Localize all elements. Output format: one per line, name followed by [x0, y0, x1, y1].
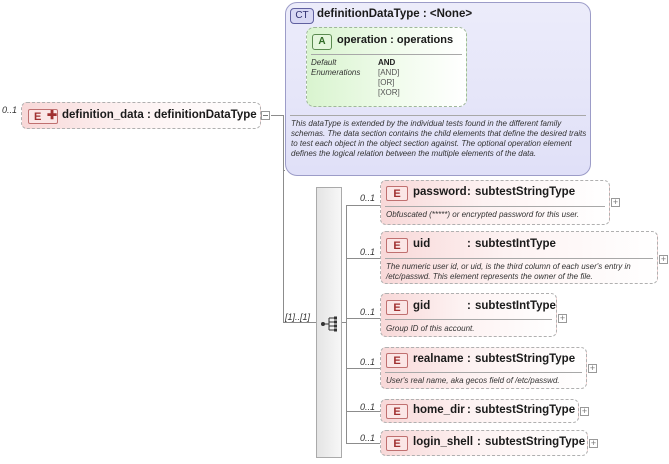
child-element-login-shell[interactable]: E login_shell : subtestStringType — [380, 430, 588, 456]
expand-icon[interactable]: + — [558, 313, 567, 323]
child-type-separator: : — [467, 300, 471, 312]
child-multiplicity: 0..1 — [360, 433, 376, 443]
connector-seq — [283, 322, 316, 323]
child-name: uid — [413, 238, 431, 250]
sequence-icon — [321, 316, 337, 332]
expand-icon[interactable]: + — [580, 406, 589, 416]
child-type-separator: : — [467, 353, 471, 365]
connector-child-5 — [346, 411, 380, 412]
child-type-separator: : — [467, 238, 471, 250]
enumeration-item: [XOR] — [378, 88, 400, 97]
enumeration-item: [AND] — [378, 68, 400, 77]
sequence-box[interactable] — [316, 187, 342, 458]
connector-ct — [283, 170, 285, 171]
root-element-title: definition_data : definitionDataType — [62, 109, 257, 121]
collapse-icon[interactable] — [261, 111, 270, 120]
enumeration-item: [OR] — [378, 78, 395, 87]
child-divider — [385, 372, 582, 373]
element-tag-icon: E — [386, 186, 408, 201]
attribute-tag-icon: A — [312, 34, 332, 50]
child-name: gid — [413, 300, 431, 312]
attribute-title: operation : operations — [337, 34, 454, 46]
default-label: Default — [311, 58, 337, 67]
attribute-box[interactable]: A operation : operations Default Enumera… — [306, 27, 467, 107]
complex-type-doc: This dataType is extended by the individ… — [291, 119, 587, 158]
enumerations-label: Enumerations — [311, 68, 361, 77]
child-element-password[interactable]: E password : subtestStringType Obfuscate… — [380, 180, 610, 225]
complex-type-box[interactable]: CT definitionDataType : <None> A operati… — [285, 2, 591, 176]
element-tag-icon: E — [386, 238, 408, 253]
attribute-divider — [311, 54, 462, 55]
child-type-separator: : — [477, 436, 481, 448]
expand-icon[interactable]: + — [611, 197, 620, 207]
connector-bus — [346, 205, 347, 443]
root-element-box[interactable]: E ✚ definition_data : definitionDataType — [21, 102, 261, 129]
connector-root — [271, 115, 284, 116]
ct-divider — [290, 115, 586, 116]
child-type-separator: : — [467, 404, 471, 416]
connector-child-3 — [346, 318, 380, 319]
child-multiplicity: 0..1 — [360, 193, 376, 203]
child-element-home-dir[interactable]: E home_dir : subtestStringType — [380, 399, 579, 423]
connector-child-6 — [346, 443, 380, 444]
child-doc: Obfuscated (*****) or encrypted password… — [386, 210, 580, 219]
child-multiplicity: 0..1 — [360, 307, 376, 317]
connector-trunk — [283, 115, 284, 323]
add-icon: ✚ — [47, 108, 58, 122]
expand-icon[interactable]: + — [589, 438, 598, 448]
child-doc: Group ID of this account. — [386, 324, 475, 333]
child-element-realname[interactable]: E realname : subtestStringType User's re… — [380, 347, 587, 389]
child-type: subtestStringType — [475, 186, 576, 198]
child-doc: User's real name, aka gecos field of /et… — [386, 376, 560, 385]
child-multiplicity: 0..1 — [360, 402, 376, 412]
child-name: home_dir — [413, 404, 465, 416]
connector-child-4 — [346, 368, 380, 369]
ct-tag-icon: CT — [290, 8, 314, 24]
child-name: realname — [413, 353, 464, 365]
child-name: login_shell — [413, 436, 474, 448]
element-tag-icon: E — [386, 353, 408, 368]
element-tag-icon: E — [386, 300, 408, 315]
child-multiplicity: 0..1 — [360, 247, 376, 257]
sequence-multiplicity: [1]..[1] — [285, 312, 311, 322]
child-type: subtestStringType — [485, 436, 586, 448]
child-type: subtestStringType — [475, 404, 576, 416]
child-doc: The numeric user id, or uid, is the thir… — [386, 262, 631, 281]
child-multiplicity: 0..1 — [360, 357, 376, 367]
complex-type-title: definitionDataType : <None> — [317, 8, 473, 20]
connector-seq-out — [342, 322, 347, 323]
child-type: subtestIntType — [475, 238, 556, 250]
child-name: password — [413, 186, 467, 198]
default-value: AND — [378, 58, 396, 67]
child-element-gid[interactable]: E gid : subtestIntType Group ID of this … — [380, 293, 557, 337]
connector-child-1 — [346, 205, 380, 206]
element-tag-icon: E — [28, 109, 58, 124]
element-tag-icon: E — [386, 436, 408, 451]
child-type: subtestIntType — [475, 300, 556, 312]
root-multiplicity: 0..1 — [2, 105, 18, 115]
child-divider — [385, 319, 552, 320]
element-tag-icon: E — [386, 404, 408, 419]
expand-icon[interactable]: + — [659, 254, 668, 264]
child-type: subtestStringType — [475, 353, 576, 365]
child-divider — [385, 258, 653, 259]
child-element-uid[interactable]: E uid : subtestIntType The numeric user … — [380, 231, 658, 284]
child-type-separator: : — [467, 186, 471, 198]
expand-icon[interactable]: + — [588, 363, 597, 373]
child-divider — [385, 206, 605, 207]
connector-child-2 — [346, 258, 380, 259]
